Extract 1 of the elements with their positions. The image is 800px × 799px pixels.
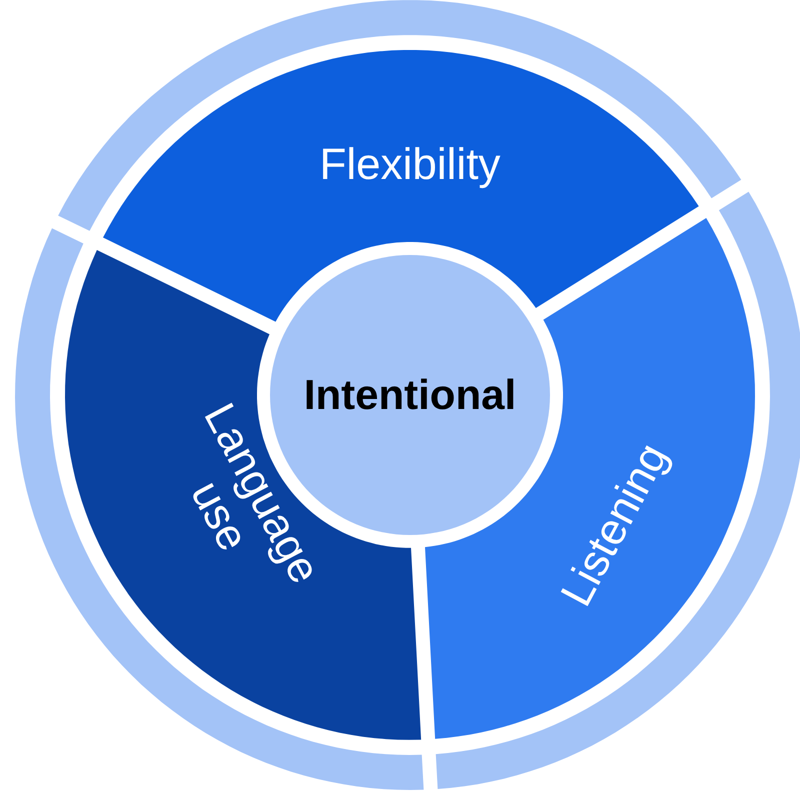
segment-label: Flexibility xyxy=(318,140,502,190)
